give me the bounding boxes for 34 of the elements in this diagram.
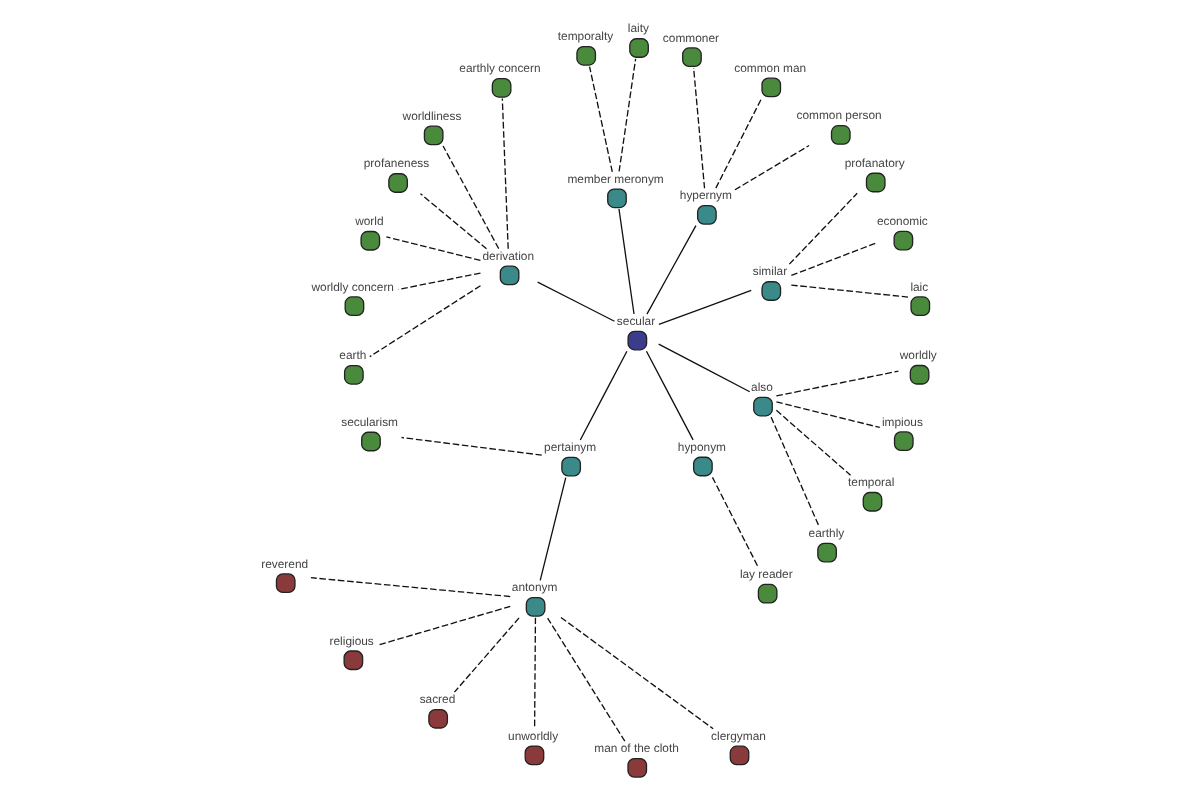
connector [770,416,820,527]
connector [385,236,482,262]
connector [419,193,488,250]
connector [560,616,714,730]
connector [442,145,500,250]
connector [658,343,751,393]
connector [618,58,637,172]
connector [734,144,810,191]
connector [775,370,900,397]
connector [579,350,628,441]
connector [658,289,752,326]
connector [790,284,909,298]
connector [400,436,543,456]
connector [546,617,626,742]
connector [397,272,482,291]
connector [788,192,858,265]
connector [646,224,697,315]
connector [501,97,509,250]
connector [539,476,567,581]
connector [453,617,520,693]
connector [377,605,511,646]
connector [645,350,694,441]
connector [775,401,881,429]
connector [310,577,511,598]
connector [369,285,482,358]
connector [537,281,616,322]
connector [711,476,759,568]
connector [715,97,763,189]
connector [692,67,706,189]
connector [775,409,852,476]
connector [533,617,537,730]
connector [790,242,876,277]
connector [618,208,635,315]
connector [588,65,613,173]
